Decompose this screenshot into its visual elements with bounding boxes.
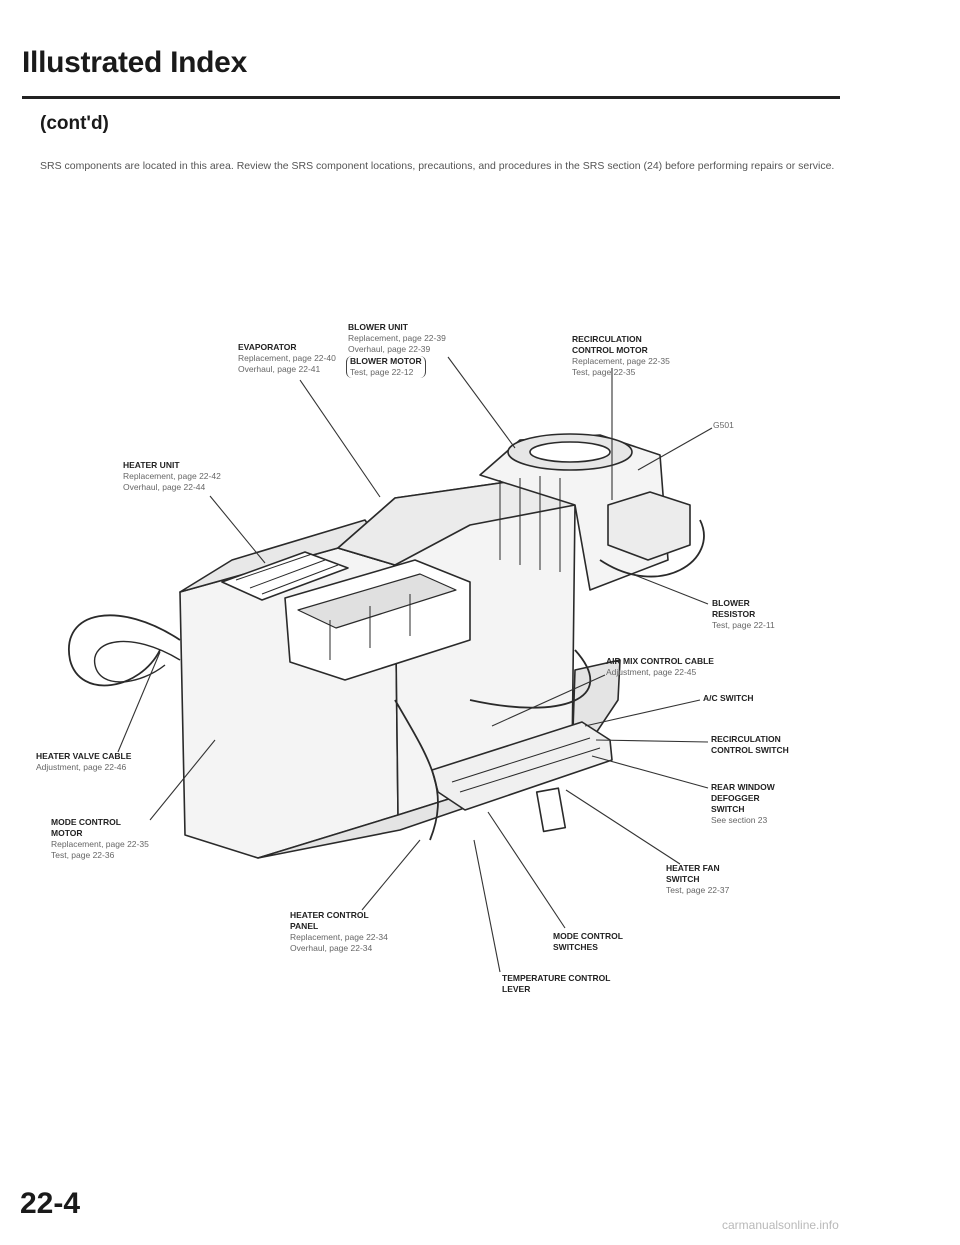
- leader-blower-motor: [447, 356, 516, 449]
- page-title: Illustrated Index: [22, 46, 247, 79]
- leader-heater-fan-switch: [565, 789, 681, 865]
- air-mix-cable: [469, 649, 591, 709]
- callout-rear-defogger-switch: REAR WINDOW DEFOGGER SWITCH See section …: [711, 782, 775, 825]
- recirculation-cable: [599, 519, 705, 578]
- heater-hose: [68, 614, 181, 687]
- leader-mode-motor: [149, 739, 216, 821]
- leader-recirculation-switch: [595, 739, 709, 743]
- callout-blower-unit: BLOWER UNIT Replacement, page 22-39 Over…: [348, 322, 446, 354]
- callout-mode-control-motor: MODE CONTROL MOTOR Replacement, page 22-…: [51, 817, 149, 860]
- callout-heater-valve-cable: HEATER VALVE CABLE Adjustment, page 22-4…: [36, 751, 132, 772]
- page-number: 22-4: [20, 1187, 81, 1220]
- leader-g501: [637, 427, 713, 471]
- callout-blower-resistor: BLOWER RESISTOR Test, page 22-11: [712, 598, 775, 630]
- callout-recirculation-motor: RECIRCULATION CONTROL MOTOR Replacement,…: [572, 334, 670, 377]
- leader-mode-switches: [487, 811, 566, 929]
- mode-cable: [394, 699, 439, 841]
- callout-mode-control-switches: MODE CONTROL SWITCHES: [553, 931, 623, 952]
- callout-heater-control-panel: HEATER CONTROL PANEL Replacement, page 2…: [290, 910, 388, 953]
- leader-temperature-lever: [473, 839, 501, 973]
- leader-heater-valve-cable: [117, 651, 161, 753]
- watermark: carmanualsonline.info: [722, 1218, 839, 1232]
- leader-heater-unit: [209, 495, 266, 564]
- leader-control-panel: [361, 839, 421, 911]
- leader-blower-resistor: [631, 573, 709, 605]
- leader-evaporator: [299, 379, 381, 498]
- callout-evaporator: EVAPORATOR Replacement, page 22-40 Overh…: [238, 342, 336, 374]
- callout-recirculation-switch: RECIRCULATION CONTROL SWITCH: [711, 734, 789, 755]
- callout-ac-switch: A/C SWITCH: [703, 693, 754, 703]
- srs-notice: SRS components are located in this area.…: [40, 160, 835, 172]
- callout-temperature-lever: TEMPERATURE CONTROL LEVER: [502, 973, 611, 994]
- callout-g501: G501: [713, 420, 734, 430]
- callout-air-mix-cable: AIR MIX CONTROL CABLE Adjustment, page 2…: [606, 656, 714, 677]
- leader-defogger-switch: [591, 755, 709, 789]
- title-rule: [22, 96, 840, 99]
- leader-air-mix-cable: [491, 674, 606, 727]
- recirculation-motor: [607, 491, 691, 561]
- callout-blower-motor: BLOWER MOTOR Test, page 22-12: [346, 356, 426, 378]
- heater-vent-grill: [221, 551, 349, 601]
- leader-ac-switch: [584, 699, 701, 727]
- callout-heater-fan-switch: HEATER FAN SWITCH Test, page 22-37: [666, 863, 730, 895]
- callout-heater-unit: HEATER UNIT Replacement, page 22-42 Over…: [123, 460, 221, 492]
- page-subtitle: (cont'd): [40, 113, 109, 134]
